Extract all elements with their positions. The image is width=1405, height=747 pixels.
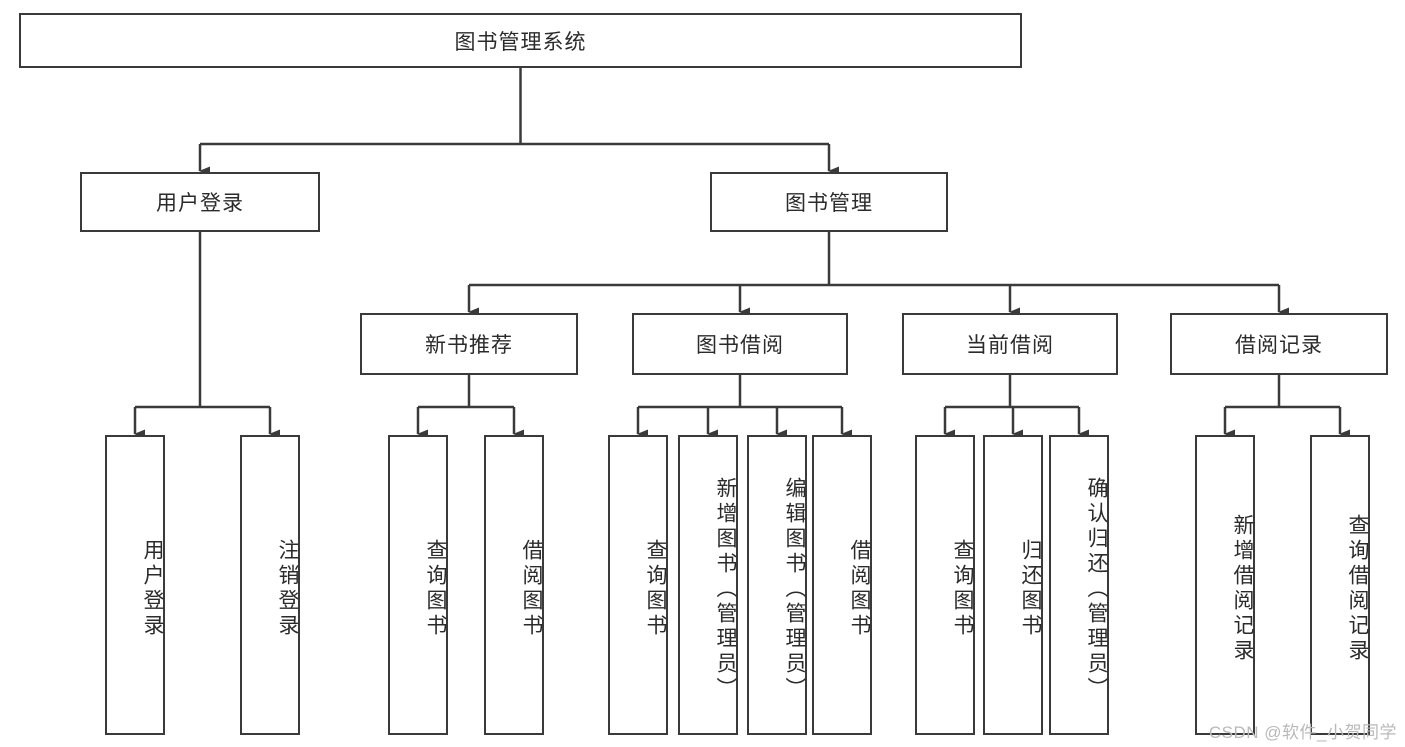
node-query-book-rec[interactable]: 查询图书 [388,435,448,735]
node-query-book-current-label: 查询图书 [951,539,974,639]
node-query-book-current[interactable]: 查询图书 [915,435,975,735]
node-current-borrow[interactable]: 当前借阅 [902,313,1118,375]
node-return-book[interactable]: 归还图书 [983,435,1043,735]
node-borrow-book-rec[interactable]: 借阅图书 [484,435,544,735]
node-query-book-borrow[interactable]: 查询图书 [608,435,668,735]
node-query-book-borrow-label: 查询图书 [644,539,667,639]
node-user-login-leaf[interactable]: 用户登录 [105,435,165,735]
node-add-book-admin-label: 新增图书（管理员） [714,476,737,702]
node-add-borrow-record-label: 新增借阅记录 [1231,514,1254,664]
node-book-manage-l1-label: 图书管理 [785,192,873,215]
node-book-borrow[interactable]: 图书借阅 [632,313,848,375]
node-new-book-recommend[interactable]: 新书推荐 [360,313,578,375]
node-root[interactable]: 图书管理系统 [19,13,1022,68]
node-logout-leaf[interactable]: 注销登录 [240,435,300,735]
node-confirm-return-admin[interactable]: 确认归还（管理员） [1049,435,1109,735]
node-book-borrow-label: 图书借阅 [696,334,784,357]
node-logout-leaf-label: 注销登录 [276,539,299,639]
node-add-book-admin[interactable]: 新增图书（管理员） [678,435,738,735]
node-user-login-l1-label: 用户登录 [156,192,244,215]
node-return-book-label: 归还图书 [1019,539,1042,639]
node-root-label: 图书管理系统 [454,30,587,54]
node-borrow-record-label: 借阅记录 [1235,334,1323,357]
node-query-borrow-record-label: 查询借阅记录 [1346,514,1369,664]
node-borrow-record[interactable]: 借阅记录 [1170,313,1388,375]
node-query-borrow-record[interactable]: 查询借阅记录 [1310,435,1370,735]
node-current-borrow-label: 当前借阅 [966,334,1054,357]
node-borrow-book-rec-label: 借阅图书 [520,539,543,639]
node-add-borrow-record[interactable]: 新增借阅记录 [1195,435,1255,735]
node-query-book-rec-label: 查询图书 [424,539,447,639]
node-new-book-recommend-label: 新书推荐 [425,334,513,357]
watermark-text: CSDN @软件_小贺同学 [1208,723,1397,742]
node-edit-book-admin[interactable]: 编辑图书（管理员） [747,435,807,735]
node-edit-book-admin-label: 编辑图书（管理员） [783,476,806,702]
node-user-login-leaf-label: 用户登录 [141,539,164,639]
node-borrow-book-borrow-label: 借阅图书 [848,539,871,639]
node-book-manage-l1[interactable]: 图书管理 [710,172,948,232]
node-confirm-return-admin-label: 确认归还（管理员） [1085,476,1108,702]
node-borrow-book-borrow[interactable]: 借阅图书 [812,435,872,735]
node-user-login-l1[interactable]: 用户登录 [80,172,320,232]
